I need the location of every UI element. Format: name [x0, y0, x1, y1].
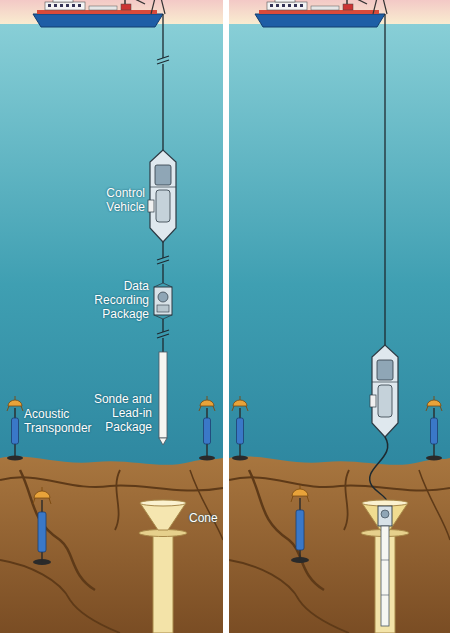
part-label: Data Recording Package [85, 279, 149, 321]
part-label: Control Vehicle [91, 186, 145, 214]
part-label: Acoustic Transponder [24, 407, 100, 435]
part-label: Sonde and Lead-in Package [86, 392, 152, 434]
part-label: Cone [189, 511, 221, 525]
